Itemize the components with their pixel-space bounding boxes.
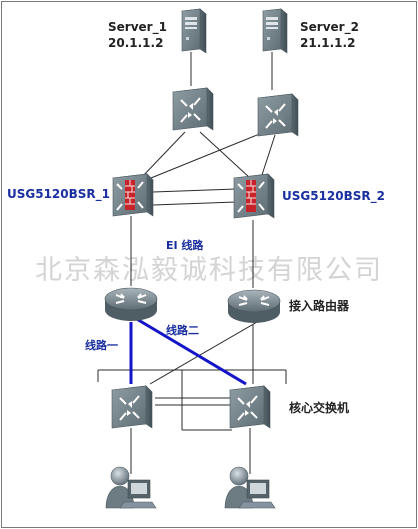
blue-links bbox=[129, 316, 247, 386]
user-pc-icon bbox=[105, 466, 157, 509]
link-fw1-fw2-b bbox=[152, 201, 237, 206]
router-icon bbox=[227, 289, 281, 323]
user-pc-icon bbox=[224, 466, 276, 509]
link-fw1-fw2-a bbox=[152, 188, 237, 193]
line2-link bbox=[134, 316, 247, 386]
link-lines bbox=[97, 52, 287, 474]
core-switch-label: 核心交换机 bbox=[289, 400, 349, 415]
link-switch2-fw1 bbox=[150, 132, 263, 179]
fw1-label: USG5120BSR_1 bbox=[7, 187, 110, 202]
server2-name: Server_2 bbox=[300, 20, 359, 35]
e1-line-label: EI 线路 bbox=[166, 238, 204, 252]
firewall-icon bbox=[233, 173, 275, 219]
line2-label: 线路二 bbox=[166, 323, 199, 337]
server1-ip: 20.1.1.2 bbox=[108, 36, 163, 50]
router-icon bbox=[104, 287, 158, 321]
server2-ip: 21.1.1.2 bbox=[300, 36, 355, 50]
server-icon bbox=[181, 8, 207, 54]
layer3-switch-icon bbox=[111, 385, 153, 429]
layer3-switch-icon bbox=[172, 87, 214, 131]
fw2-label: USG5120BSR_2 bbox=[282, 189, 385, 204]
layer3-switch-icon bbox=[229, 385, 271, 429]
link-switch1-fw2 bbox=[199, 131, 251, 179]
server-icon bbox=[262, 8, 288, 54]
layer3-switch-icon bbox=[257, 93, 299, 137]
link-router2-core1 bbox=[149, 321, 258, 385]
link-switch1-fw1 bbox=[140, 131, 186, 179]
watermark-text: 北京森泓毅诚科技有限公司 bbox=[35, 255, 383, 286]
link-switch2-fw2 bbox=[260, 134, 276, 179]
firewall-icon bbox=[112, 173, 154, 217]
line1-label: 线路一 bbox=[85, 338, 118, 352]
server1-name: Server_1 bbox=[108, 20, 167, 35]
access-router-label: 接入路由器 bbox=[289, 298, 350, 313]
